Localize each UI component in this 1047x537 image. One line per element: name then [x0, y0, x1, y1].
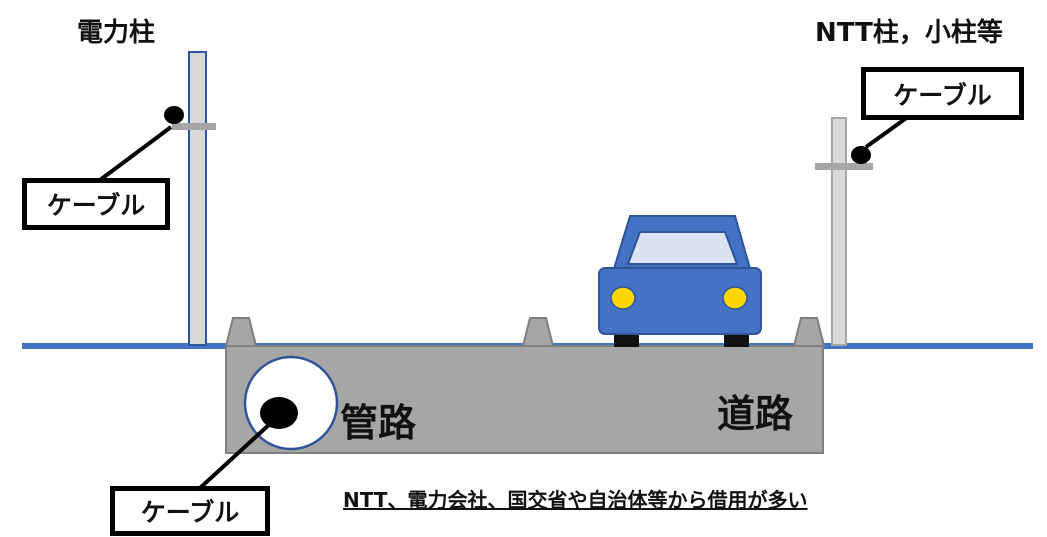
conduit-label: 管路 [340, 401, 417, 445]
cable-box-bottom-label: ケーブル [140, 498, 240, 527]
cable-on-ntt-pole [851, 146, 871, 164]
ntt-pole-label: NTT柱，小柱等 [815, 18, 1003, 48]
car-body [598, 267, 762, 335]
car-window [626, 231, 739, 265]
cable-leader-bottom [198, 420, 274, 490]
power-pole [188, 51, 207, 346]
cable-box-left: ケーブル [22, 178, 170, 230]
borrowing-note: NTT、電力会社、国交省や自治体等から借用が多い [343, 488, 808, 512]
cable-in-conduit [260, 397, 298, 429]
car-headlight-left [610, 286, 636, 310]
road-curb-middle [521, 317, 555, 347]
cable-leader-left [98, 125, 173, 182]
power-pole-label: 電力柱 [77, 18, 156, 48]
road-curb-left [224, 317, 258, 347]
power-pole-crossarm [172, 123, 216, 130]
car-headlight-right [722, 286, 748, 310]
cable-box-right-label: ケーブル [893, 80, 992, 110]
cable-box-right: ケーブル [861, 67, 1024, 120]
car [598, 215, 762, 347]
ntt-pole-crossarm [815, 163, 873, 170]
cable-box-bottom: ケーブル [110, 486, 270, 536]
cable-on-power-pole [164, 106, 184, 124]
road-curb-right [792, 317, 826, 347]
ntt-pole [831, 117, 847, 346]
road-label: 道路 [717, 392, 794, 436]
cable-box-left-label: ケーブル [46, 191, 146, 220]
